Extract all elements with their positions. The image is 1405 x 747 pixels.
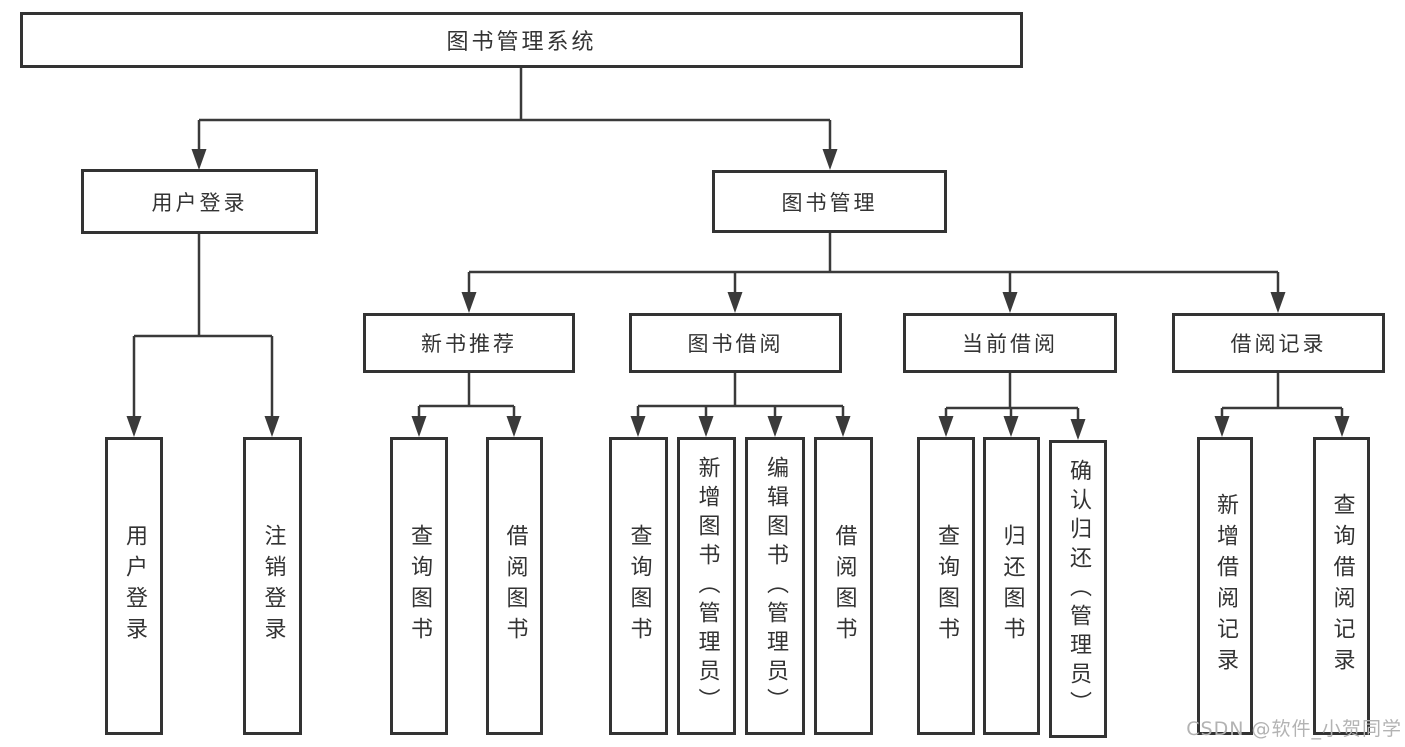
node-root: 图书管理系统 — [20, 12, 1023, 68]
leaf-query-borrow-record: 查询借阅记录 — [1313, 437, 1370, 735]
node-book-management-module-label: 图书管理 — [781, 190, 878, 215]
node-new-book-submodule: 新书推荐 — [363, 313, 575, 373]
watermark: CSDN @软件_小贺同学 — [1186, 718, 1402, 740]
connector-user-login-group — [126, 234, 280, 437]
connector-root-to-modules — [191, 68, 838, 170]
leaf-borrow-book-label: 借阅图书 — [831, 524, 857, 648]
node-user-login-module-label: 用户登录 — [151, 190, 248, 215]
leaf-confirm-return-admin: 确认归还（管理员） — [1049, 440, 1107, 738]
connector-borrow-group — [630, 373, 851, 437]
node-borrow-submodule: 图书借阅 — [629, 313, 842, 373]
leaf-logout: 注销登录 — [243, 437, 302, 735]
leaf-user-login-label: 用户登录 — [122, 524, 147, 648]
leaf-new-book-query: 查询图书 — [390, 437, 448, 735]
node-records-label: 借阅记录 — [1230, 332, 1327, 356]
leaf-return-book: 归还图书 — [983, 437, 1040, 735]
node-book-management-module: 图书管理 — [712, 170, 947, 233]
connector-book-management-group — [461, 233, 1286, 313]
leaf-add-book-admin-label: 新增图书（管理员） — [694, 455, 720, 717]
connector-current-group — [938, 373, 1086, 440]
leaf-edit-book-admin: 编辑图书（管理员） — [745, 437, 805, 735]
connector-new-book-group — [411, 373, 522, 437]
connector-records-group — [1214, 373, 1350, 437]
node-user-login-module: 用户登录 — [81, 169, 318, 234]
leaf-add-borrow-record-label: 新增借阅记录 — [1213, 493, 1238, 679]
leaf-confirm-return-admin-label: 确认归还（管理员） — [1066, 458, 1091, 720]
node-new-book-label: 新书推荐 — [421, 332, 517, 356]
leaf-borrow-book: 借阅图书 — [814, 437, 873, 735]
leaf-new-book-borrow-label: 借阅图书 — [502, 524, 528, 648]
leaf-borrow-query: 查询图书 — [609, 437, 668, 735]
node-current-label: 当前借阅 — [962, 332, 1058, 356]
leaf-new-book-borrow: 借阅图书 — [486, 437, 543, 735]
leaf-edit-book-admin-label: 编辑图书（管理员） — [763, 455, 788, 717]
node-records-submodule: 借阅记录 — [1172, 313, 1385, 373]
leaf-current-query-label: 查询图书 — [934, 524, 959, 648]
leaf-new-book-query-label: 查询图书 — [407, 524, 432, 648]
leaf-logout-label: 注销登录 — [260, 524, 286, 648]
node-root-label: 图书管理系统 — [446, 30, 597, 55]
node-borrow-label: 图书借阅 — [687, 332, 784, 356]
leaf-current-query: 查询图书 — [917, 437, 975, 735]
leaf-add-borrow-record: 新增借阅记录 — [1197, 437, 1253, 735]
leaf-add-book-admin: 新增图书（管理员） — [677, 437, 736, 735]
leaf-borrow-query-label: 查询图书 — [626, 524, 652, 648]
leaf-return-book-label: 归还图书 — [999, 524, 1025, 648]
leaf-query-borrow-record-label: 查询借阅记录 — [1329, 493, 1355, 679]
node-current-submodule: 当前借阅 — [903, 313, 1117, 373]
leaf-user-login: 用户登录 — [105, 437, 163, 735]
